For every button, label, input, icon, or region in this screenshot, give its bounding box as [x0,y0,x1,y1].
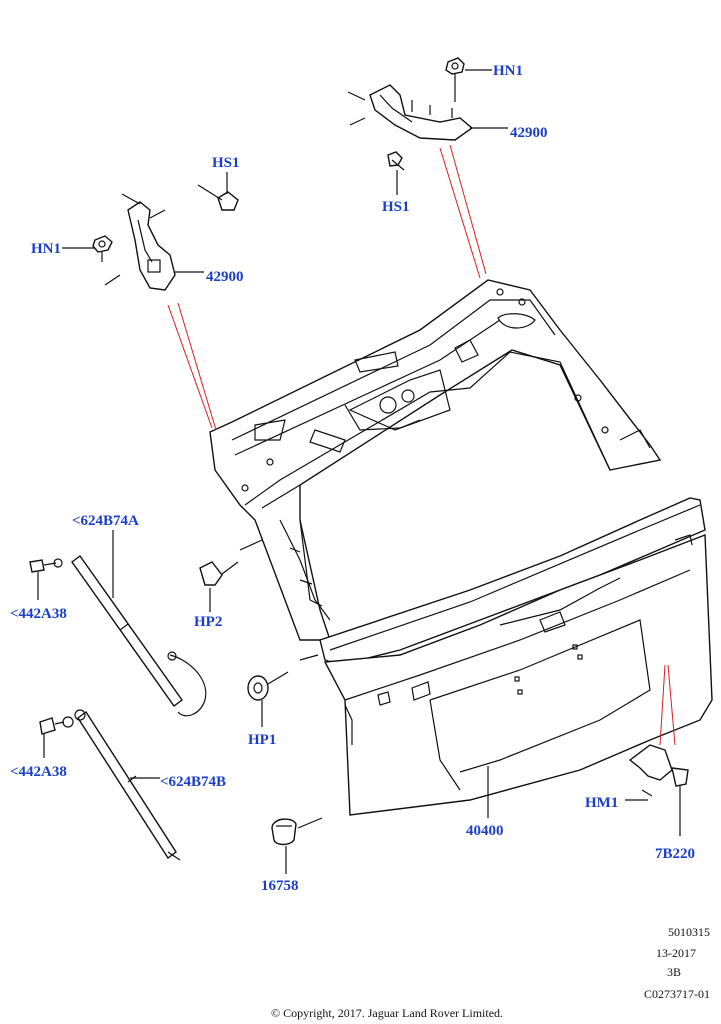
nut-hn1-top [445,57,465,75]
bolt-hs1-left [197,184,239,211]
label-hp1: HP1 [248,732,276,748]
grommet-16758 [271,818,297,846]
ball-stud-b [39,716,74,735]
copyright-notice: © Copyright, 2017. Jaguar Land Rover Lim… [271,1006,503,1020]
liftgate-assembly [209,279,713,816]
label-hp2: HP2 [194,614,222,630]
ref-line-4: C0273717-01 [644,987,710,1001]
bolt-hs1-top [387,151,405,171]
ref-line-2: 13-2017 [656,946,696,960]
label-hs1-top: HS1 [382,199,410,215]
label-442a38-a: <442A38 [10,606,67,622]
label-hn1-left: HN1 [31,241,61,257]
label-7b220: 7B220 [655,846,695,862]
label-42900-left: 42900 [206,269,244,285]
reference-lines [167,144,676,746]
gas-strut-a [71,555,207,717]
plug-hp2 [199,561,223,586]
nut-hn1-left [92,235,113,253]
hinge-bracket-right [347,84,474,141]
gas-strut-b [74,709,181,861]
label-hm1: HM1 [585,795,618,811]
label-42900-top: 42900 [510,125,548,141]
label-hn1-top: HN1 [493,63,523,79]
plug-hp1 [247,675,269,701]
bracket-hm1 [628,744,673,797]
sensor-7b220 [671,767,689,800]
ball-stud-a [29,558,63,573]
label-442a38-b: <442A38 [10,764,67,780]
ref-line-3: 3B [667,965,681,979]
label-40400: 40400 [466,823,504,839]
label-624b74a: <624B74A [72,513,139,529]
ref-line-1: 5010315 [668,925,710,939]
hinge-bracket-left [104,193,176,291]
label-16758: 16758 [261,878,299,894]
label-624b74b: <624B74B [160,774,226,790]
leader-lines [37,69,681,874]
label-hs1-left: HS1 [212,155,240,171]
